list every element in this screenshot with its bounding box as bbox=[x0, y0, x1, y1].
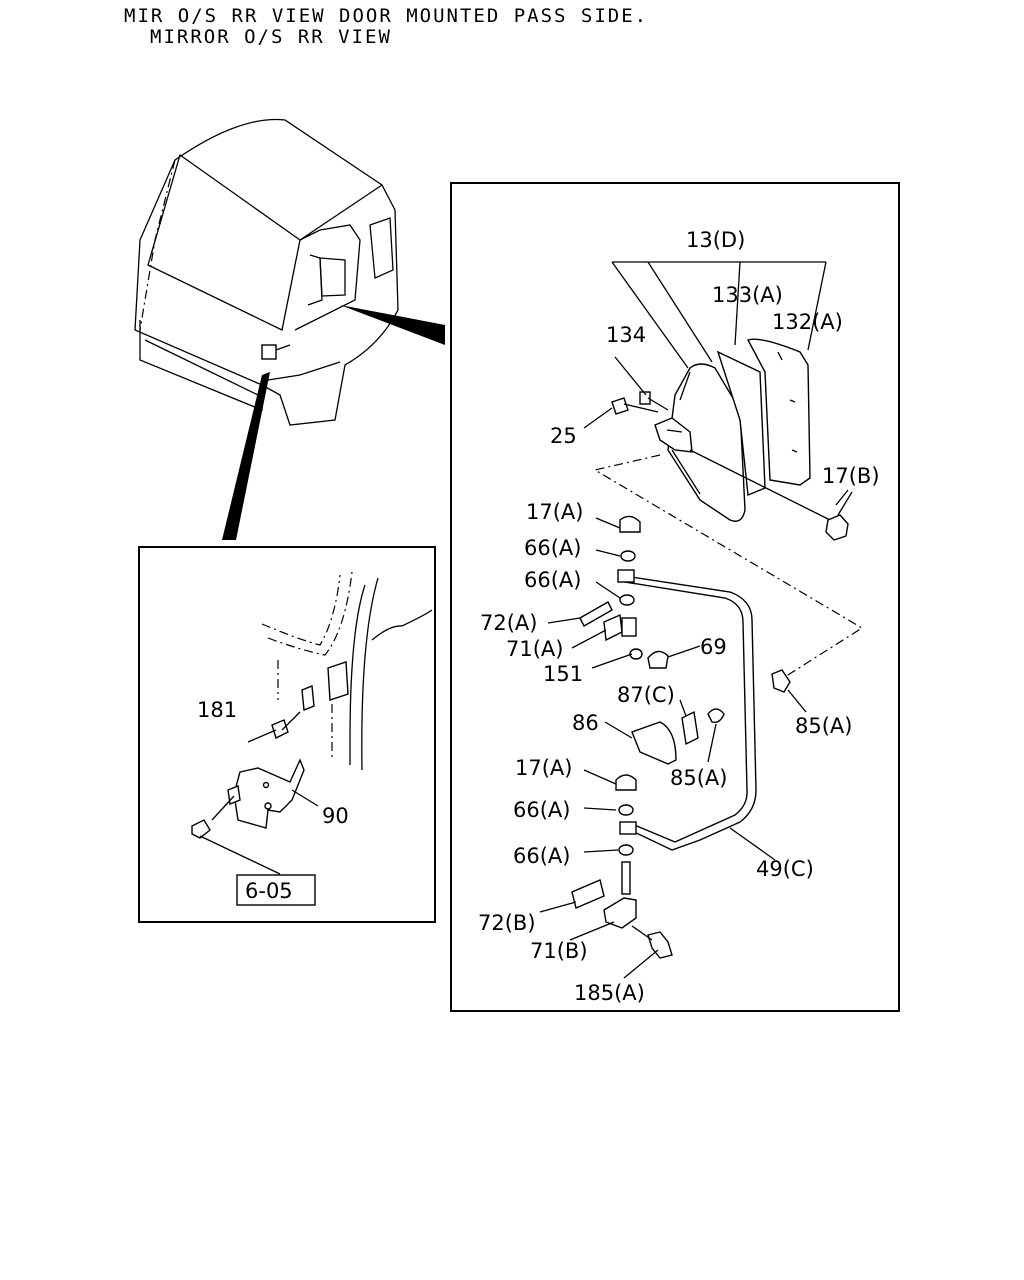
label-17a-top: 17(A) bbox=[526, 500, 583, 524]
reference-box bbox=[236, 874, 316, 906]
label-66a-1: 66(A) bbox=[524, 536, 581, 560]
label-69: 69 bbox=[700, 635, 727, 659]
label-ref-6-05: 6-05 bbox=[245, 879, 293, 903]
label-90: 90 bbox=[322, 804, 349, 828]
label-17a-low: 17(A) bbox=[515, 756, 572, 780]
label-49c: 49(C) bbox=[756, 857, 814, 881]
mirror-stay-assembly bbox=[571, 515, 791, 959]
label-85a-mid: 85(A) bbox=[670, 766, 727, 790]
label-66a-4: 66(A) bbox=[513, 844, 570, 868]
label-133a: 133(A) bbox=[712, 283, 783, 307]
diagram-title: MIR O/S RR VIEW DOOR MOUNTED PASS SIDE.M… bbox=[124, 6, 648, 48]
door-bracket-detail-frame bbox=[138, 546, 436, 923]
label-17b: 17(B) bbox=[822, 464, 880, 488]
door-bracket-assembly bbox=[191, 571, 433, 906]
label-151: 151 bbox=[543, 662, 583, 686]
label-181: 181 bbox=[197, 698, 237, 722]
callout-labels: 13(D) 133(A) 132(A) 134 25 17(B) 17(A) 6… bbox=[197, 228, 880, 1005]
truck-cab-illustration bbox=[134, 118, 445, 540]
title-line-2: MIRROR O/S RR VIEW bbox=[150, 26, 392, 48]
label-66a-3: 66(A) bbox=[513, 798, 570, 822]
label-13d: 13(D) bbox=[686, 228, 745, 252]
label-87c: 87(C) bbox=[617, 683, 675, 707]
mirror-assembly bbox=[593, 261, 864, 681]
label-25: 25 bbox=[550, 424, 577, 448]
label-85a-right: 85(A) bbox=[795, 714, 852, 738]
label-86: 86 bbox=[572, 711, 599, 735]
label-71a: 71(A) bbox=[506, 637, 563, 661]
label-72a: 72(A) bbox=[480, 611, 537, 635]
leader-lines-right bbox=[539, 356, 853, 979]
mirror-detail-frame bbox=[450, 182, 900, 1012]
label-134: 134 bbox=[606, 323, 646, 347]
label-71b: 71(B) bbox=[530, 939, 588, 963]
label-66a-2: 66(A) bbox=[524, 568, 581, 592]
label-185a: 185(A) bbox=[574, 981, 645, 1005]
label-132a: 132(A) bbox=[772, 310, 843, 334]
title-line-1: MIR O/S RR VIEW DOOR MOUNTED PASS SIDE. bbox=[124, 5, 649, 27]
label-72b: 72(B) bbox=[478, 911, 536, 935]
